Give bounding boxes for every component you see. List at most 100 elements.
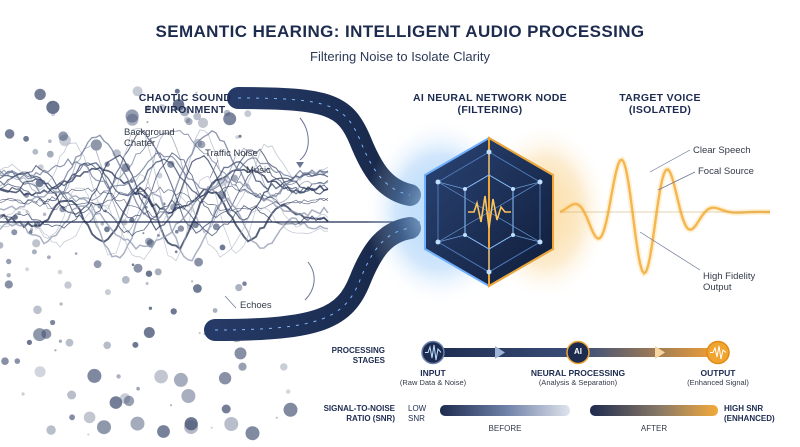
noise-waveform [0,185,329,217]
noise-dot [6,258,12,265]
noise-dot [74,252,78,255]
high-snr-label: HIGH SNR (ENHANCED) [724,404,775,423]
stage-input: INPUT (Raw Data & Noise) [393,368,473,387]
label-clear-speech: Clear Speech [693,145,751,156]
noise-dot [54,349,57,352]
noise-dot [104,289,111,296]
noise-waveform [0,195,329,261]
processing-stage-bar [421,340,730,365]
noise-dot [1,357,9,366]
noise-waveform [0,158,329,198]
noise-dot [25,210,29,213]
noise-dot [130,416,145,431]
noise-dot [100,222,105,226]
noise-dot [31,249,37,255]
noise-dot [51,112,55,117]
noise-dot [154,268,162,276]
noise-dot [286,389,291,394]
noise-dot [67,390,77,400]
neural-stage-icon [566,340,590,365]
noise-dot [242,281,247,287]
noise-dot [223,112,237,126]
stage-output-title: OUTPUT [700,368,736,378]
noise-dot [145,282,149,285]
noise-dot [197,117,209,128]
noise-dot [172,99,185,111]
noise-dot [90,139,102,151]
noise-dot [58,339,63,343]
snr-bars [440,405,718,416]
noise-dot [32,239,41,248]
noise-dot [175,229,179,234]
noise-dot [218,372,232,385]
noise-dot [34,366,46,378]
snr-after-caption: AFTER [640,424,668,433]
noise-dot [69,414,75,421]
stage-neural: NEURAL PROCESSING (Analysis & Separation… [523,368,633,387]
noise-dot [234,347,247,360]
noise-dot [280,363,288,371]
target-voice-waveform [559,158,770,275]
noise-dot [184,417,198,431]
noise-dot [33,305,42,315]
noise-dot [47,255,51,260]
noise-dot [35,201,38,204]
label-high-fidelity: High Fidelity Output [703,271,756,293]
noise-dot [65,338,74,347]
snr-before-bar [440,405,570,416]
noise-dot [210,426,213,429]
snr-row-label: SIGNAL-TO-NOISE RATIO (SNR) [323,404,395,423]
noise-dot [132,341,139,348]
stage-input-title: INPUT [420,368,446,378]
page-title: SEMANTIC HEARING: INTELLIGENT AUDIO PROC… [155,22,645,41]
noise-dot [26,339,32,345]
noise-dot [198,332,201,335]
noise-dot [158,104,166,112]
noise-dot [11,229,18,236]
noise-dot [48,139,52,143]
noise-dot [59,134,71,147]
noise-dot [238,134,242,138]
label-music: Music [246,165,271,176]
noise-waveform [0,128,329,218]
noise-dot [185,118,193,126]
noise-dot [0,242,4,249]
noise-dot [32,148,39,155]
annotation-leaders [149,137,701,309]
noise-dot [87,368,102,383]
processing-stages-label: PROCESSING STAGES [331,346,385,365]
noise-dot [245,426,260,441]
noise-dot [50,319,56,326]
noise-dot [283,402,298,417]
noise-dot [87,433,90,436]
low-snr-label: LOW SNR [408,404,427,423]
node-section-label: AI NEURAL NETWORK NODE (FILTERING) [413,92,567,116]
noise-waveform [0,186,329,251]
noise-dot [121,276,130,284]
noise-dot [142,232,145,235]
noise-dot [177,225,185,232]
noise-dot [174,88,180,94]
chaotic-section-label: CHAOTIC SOUND ENVIRONMENT [138,92,232,116]
noise-dot [83,411,96,424]
page-subtitle: Filtering Noise to Isolate Clarity [310,49,490,64]
noise-dot [275,416,278,419]
noise-dot [46,150,54,158]
noise-dot [136,386,140,391]
noise-dot [157,425,170,438]
noise-dot [34,88,46,101]
noise-waveform [0,154,329,231]
noise-dot [219,244,226,251]
noise-dot [224,417,239,431]
noise-dot [221,404,231,414]
noise-dot [173,372,188,387]
noise-dot [25,267,29,272]
noise-dot [169,404,173,407]
noise-dot [170,308,177,315]
noise-dot [116,374,121,379]
ai-badge: AI [574,347,582,356]
noise-dot [174,250,178,254]
noise-dot [42,212,47,217]
noise-dot [58,131,68,141]
